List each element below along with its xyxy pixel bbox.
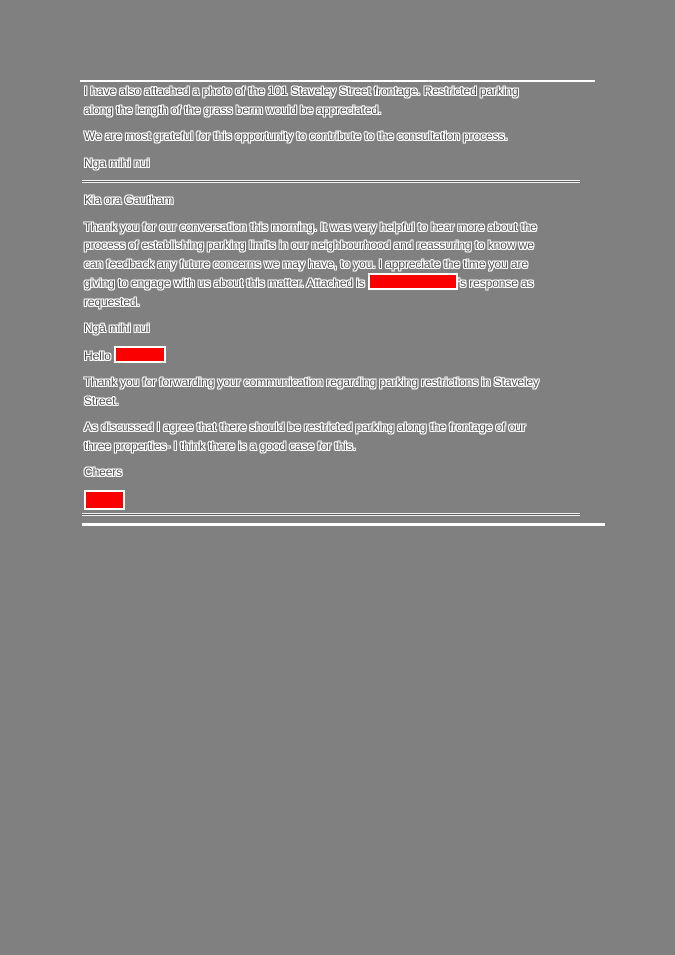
- message2-body-after-redaction: 's response as requested.: [84, 276, 534, 309]
- message1-paragraph-grateful: We are most grateful for this opportunit…: [84, 129, 508, 143]
- message3-greeting: Hello: [84, 345, 564, 366]
- message3-paragraph-forwarding: Thank you for forwarding your communicat…: [84, 375, 539, 408]
- email-thread: I have also attached a photo of the 101 …: [80, 80, 605, 526]
- message3-greeting-text: Hello: [84, 348, 115, 363]
- top-rule-line: [80, 80, 595, 82]
- redaction-box-greeting-name: [114, 345, 167, 363]
- redaction-box-signature: [84, 489, 125, 510]
- message3-paragraph-agreement: As discussed I agree that there should b…: [84, 420, 526, 453]
- message-separator-line: [82, 180, 580, 183]
- message-separator-line-bottom: [82, 512, 580, 516]
- message1-paragraph-attachment: I have also attached a photo of the 101 …: [84, 84, 519, 117]
- redaction-box-name-inline: [367, 273, 458, 290]
- message2-greeting: Kia ora Gautham: [84, 193, 174, 207]
- message2-signoff: Ngā mihi nui: [84, 321, 150, 335]
- message2-body: Thank you for our conversation this morn…: [84, 218, 564, 312]
- message2-body-before-redaction: Thank you for our conversation this morn…: [84, 219, 537, 291]
- bottom-rule-line: [82, 522, 605, 526]
- message1-signoff: Nga mihi nui: [84, 155, 150, 170]
- message3-signoff: Cheers: [84, 465, 123, 479]
